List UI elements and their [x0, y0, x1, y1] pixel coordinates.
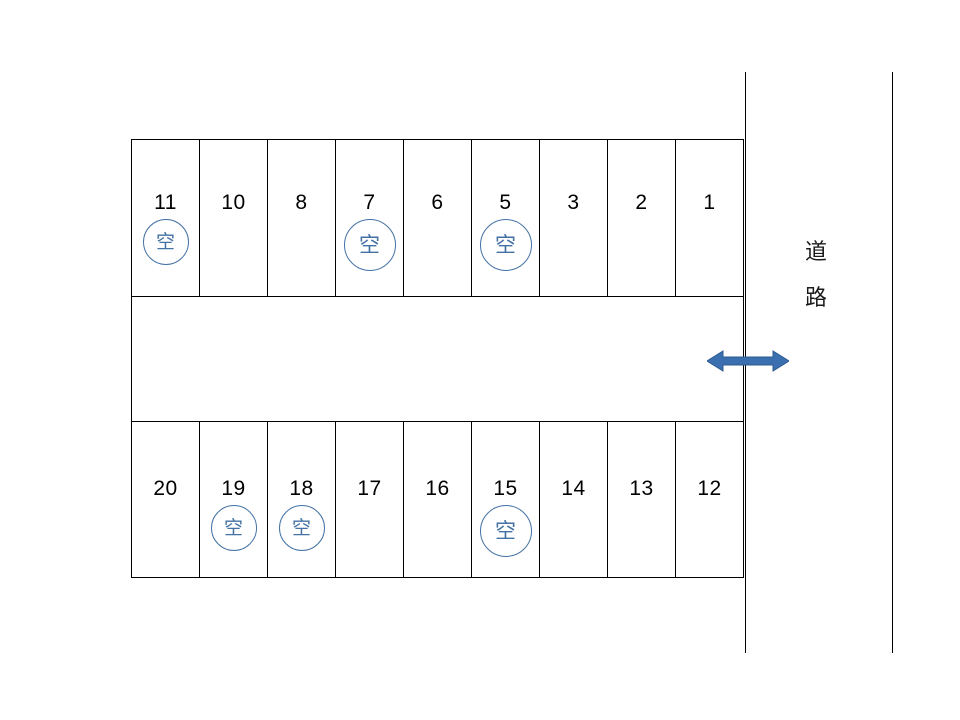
- stall-number: 12: [697, 477, 722, 500]
- drive-aisle: [131, 296, 744, 422]
- parking-stall-11[interactable]: 11 空: [132, 140, 200, 296]
- parking-stall-12[interactable]: 12: [676, 422, 743, 577]
- parking-stall-1[interactable]: 1: [676, 140, 743, 296]
- vacancy-badge[interactable]: 空: [210, 505, 257, 551]
- stall-number: 10: [221, 191, 246, 214]
- stall-number: 2: [635, 191, 648, 214]
- parking-stall-16[interactable]: 16: [404, 422, 472, 577]
- stall-number: 5: [499, 191, 512, 214]
- stall-number: 13: [629, 477, 654, 500]
- vacancy-badge[interactable]: 空: [142, 219, 189, 265]
- road-label-char: 路: [804, 286, 827, 311]
- parking-stall-10[interactable]: 10: [200, 140, 268, 296]
- vacancy-badge[interactable]: 空: [479, 505, 532, 557]
- access-arrow-icon: [706, 347, 790, 375]
- bottom-stall-row: 20 19 空 18 空 17 16 15 空 14 13 12: [131, 421, 744, 578]
- parking-stall-18[interactable]: 18 空: [268, 422, 336, 577]
- parking-stall-20[interactable]: 20: [132, 422, 200, 577]
- stall-number: 17: [357, 477, 382, 500]
- stall-number: 19: [221, 477, 246, 500]
- stall-number: 20: [153, 477, 178, 500]
- stall-number: 16: [425, 477, 450, 500]
- parking-stall-14[interactable]: 14: [540, 422, 608, 577]
- parking-stall-19[interactable]: 19 空: [200, 422, 268, 577]
- stall-number: 8: [295, 191, 308, 214]
- stall-number: 14: [561, 477, 586, 500]
- parking-stall-15[interactable]: 15 空: [472, 422, 540, 577]
- vacancy-mark-text: 空: [495, 232, 516, 257]
- stall-number: 7: [363, 191, 376, 214]
- stall-number: 6: [431, 191, 444, 214]
- parking-stall-2[interactable]: 2: [608, 140, 676, 296]
- road-boundary-line-right: [892, 72, 893, 653]
- stall-number: 18: [289, 477, 314, 500]
- vacancy-mark-text: 空: [495, 518, 516, 543]
- vacancy-badge[interactable]: 空: [479, 219, 532, 271]
- parking-stall-3[interactable]: 3: [540, 140, 608, 296]
- vacancy-mark-text: 空: [223, 516, 243, 539]
- vacancy-mark-text: 空: [155, 230, 175, 253]
- stall-number: 15: [493, 477, 518, 500]
- parking-stall-13[interactable]: 13: [608, 422, 676, 577]
- parking-stall-8[interactable]: 8: [268, 140, 336, 296]
- vacancy-badge[interactable]: 空: [278, 505, 325, 551]
- vacancy-mark-text: 空: [359, 232, 380, 257]
- parking-stall-17[interactable]: 17: [336, 422, 404, 577]
- stall-number: 11: [154, 191, 177, 214]
- road-label-char: 道: [804, 240, 827, 265]
- stall-number: 3: [567, 191, 580, 214]
- road-label: 道路: [800, 230, 832, 322]
- vacancy-mark-text: 空: [291, 516, 311, 539]
- parking-stall-6[interactable]: 6: [404, 140, 472, 296]
- stall-number: 1: [703, 191, 716, 214]
- vacancy-badge[interactable]: 空: [343, 219, 396, 271]
